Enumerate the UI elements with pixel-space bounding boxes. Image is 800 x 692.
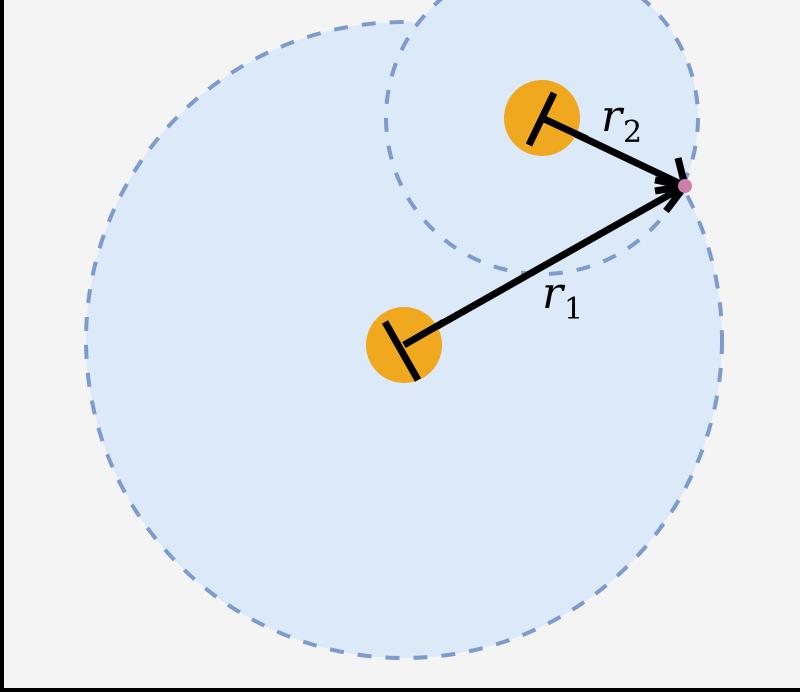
radius-line-1 xyxy=(402,182,687,349)
radius-2-label: r2 xyxy=(601,95,642,148)
radius-1-center-tick-overlay xyxy=(381,320,422,382)
radius-2-label-subscript: 2 xyxy=(623,115,643,150)
radius-2-stub-overlay xyxy=(540,114,589,143)
radius-1-label: r1 xyxy=(542,272,583,325)
radius-2-center-tick-overlay xyxy=(525,91,558,147)
geometry-diagram xyxy=(84,0,724,660)
radius-1-label-base: r xyxy=(542,268,564,319)
intersection-point-dot xyxy=(678,179,692,193)
radius-2-label-base: r xyxy=(601,91,623,142)
radius-1-stub-overlay xyxy=(402,318,446,349)
radius-1-label-subscript: 1 xyxy=(564,292,584,327)
